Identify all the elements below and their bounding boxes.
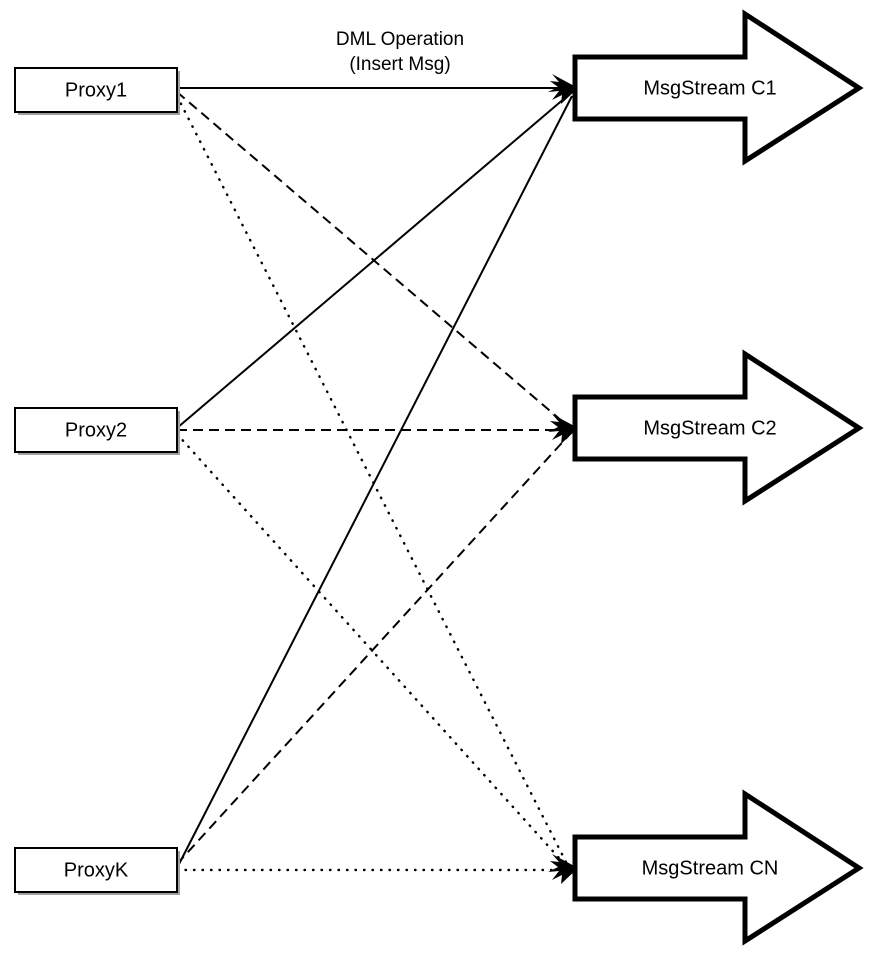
caption-line-2: (Insert Msg) xyxy=(349,54,450,75)
proxy-box[interactable] xyxy=(14,847,178,893)
edge-proxyK-to-c1 xyxy=(176,95,573,869)
stream-arrow-shape[interactable] xyxy=(572,349,864,506)
stream-node-c2[interactable]: MsgStream C2 xyxy=(572,349,864,506)
stream-arrow-shape[interactable] xyxy=(572,789,864,946)
proxy-box[interactable] xyxy=(14,67,178,113)
arrowhead-head-c1 xyxy=(548,74,578,104)
edge-proxyK-to-c2 xyxy=(176,433,571,865)
arrowhead-head-cn xyxy=(548,854,578,884)
stream-node-c1[interactable]: MsgStream C1 xyxy=(572,9,864,166)
edge-proxy1-to-cn xyxy=(175,94,570,868)
proxy-node-proxy1[interactable]: Proxy1 xyxy=(14,67,180,115)
stream-arrow-shape[interactable] xyxy=(572,9,864,166)
proxy-node-proxyK[interactable]: ProxyK xyxy=(14,847,180,895)
stream-node-cn[interactable]: MsgStream CN xyxy=(572,789,864,946)
proxy-box[interactable] xyxy=(14,407,178,453)
arrowheads-layer xyxy=(548,74,578,884)
stream-label: MsgStream C2 xyxy=(643,417,776,439)
proxy-label: Proxy2 xyxy=(65,419,127,441)
caption-dml-operation: DML Operation (Insert Msg) xyxy=(336,29,464,75)
proxy-node-proxy2[interactable]: Proxy2 xyxy=(14,407,180,455)
stream-label: MsgStream C1 xyxy=(643,77,776,99)
edges-layer xyxy=(175,87,573,872)
caption-line-1: DML Operation xyxy=(336,29,464,50)
stream-label: MsgStream CN xyxy=(642,857,779,879)
arrowhead-head-c2 xyxy=(548,414,578,444)
stream-nodes-layer: MsgStream C1 MsgStream C2 MsgStream CN xyxy=(572,9,864,946)
proxy-label: ProxyK xyxy=(64,859,129,881)
edge-proxy1-to-c2 xyxy=(176,91,571,429)
proxy-label: Proxy1 xyxy=(65,79,127,101)
